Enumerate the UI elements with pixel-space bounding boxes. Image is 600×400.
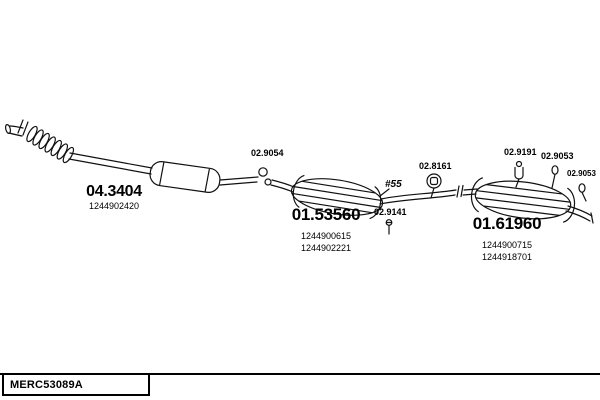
clamp-icon-02-9054 — [258, 167, 272, 186]
bolt-icon-02-9141 — [385, 219, 393, 235]
flex-pipe — [26, 125, 75, 164]
hanger-icon-02-9053-b — [578, 183, 587, 202]
middle-muffler-inlet-pipe — [270, 179, 295, 193]
label-catalyst: 04.3404 1244902420 — [78, 183, 150, 212]
label-hanger-3-code: 02.9053 — [567, 169, 596, 178]
label-diameter-note: #55 — [385, 179, 402, 190]
middle-muffler-code: 01.53560 — [291, 205, 361, 224]
catalytic-converter — [149, 161, 221, 193]
label-hanger-1-code: 02.9191 — [504, 147, 537, 157]
rear-connecting-pipe — [379, 184, 478, 205]
label-rear-muffler: 01.61960 1244900715 1244918701 — [461, 215, 553, 263]
label-middle-muffler: 01.53560 1244900615 1244902221 — [282, 206, 370, 254]
footer-code-box: MERC53089A — [2, 375, 150, 396]
footer-code: MERC53089A — [10, 378, 83, 391]
catalyst-code: 04.3404 — [86, 183, 142, 200]
middle-muffler-part-number-2: 1244902221 — [300, 243, 352, 253]
middle-muffler-part-number-1: 1244900615 — [300, 231, 352, 241]
label-front-clamp-code: 02.9054 — [251, 148, 284, 158]
intermediate-pipe — [219, 176, 259, 186]
label-hanger-2-code: 02.9053 — [541, 151, 574, 161]
front-pipe — [68, 152, 153, 175]
rear-muffler — [470, 177, 576, 223]
rubber-mount-icon-02-8161 — [426, 173, 442, 199]
diameter-leader-line — [379, 188, 390, 197]
catalyst-part-number: 1244902420 — [88, 201, 140, 211]
hanger-icon-02-9191 — [514, 160, 524, 188]
hanger-icon-02-9053-a — [551, 165, 559, 189]
label-bolt-code: 02.9141 — [374, 207, 407, 217]
tailpipe — [565, 205, 594, 224]
rear-muffler-part-number-1: 1244900715 — [481, 240, 533, 250]
rear-muffler-code: 01.61960 — [472, 214, 542, 233]
rear-muffler-part-number-2: 1244918701 — [481, 252, 533, 262]
front-pipe-flange — [5, 119, 29, 137]
footer-divider — [0, 373, 600, 375]
label-rubber-mount-code: 02.8161 — [419, 161, 452, 171]
